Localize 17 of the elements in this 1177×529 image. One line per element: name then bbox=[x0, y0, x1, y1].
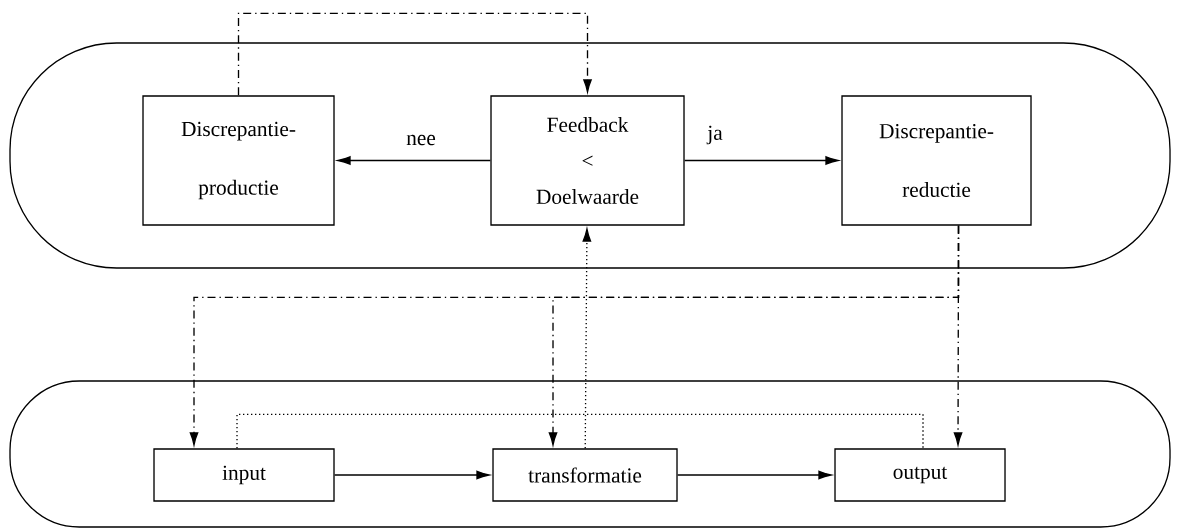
arrow bbox=[953, 225, 963, 446]
edge-label: ja bbox=[706, 124, 725, 146]
rounded-band bbox=[9, 42, 1171, 269]
edge-label: nee bbox=[404, 133, 438, 147]
arrow bbox=[582, 228, 592, 449]
process-box: Discrepantie- reductie bbox=[841, 95, 1032, 226]
process-box: output bbox=[834, 448, 1006, 502]
arrow bbox=[337, 156, 491, 165]
process-box: input bbox=[153, 448, 335, 502]
arrow bbox=[677, 470, 832, 480]
process-box: transformatie bbox=[492, 448, 678, 502]
arrow bbox=[334, 470, 490, 480]
rounded-band bbox=[9, 380, 1171, 528]
arrow bbox=[237, 12, 592, 96]
arrow bbox=[684, 156, 839, 165]
process-box: Feedback < Doelwaarde bbox=[490, 95, 685, 226]
process-box: Discrepantie- productie bbox=[142, 95, 335, 226]
